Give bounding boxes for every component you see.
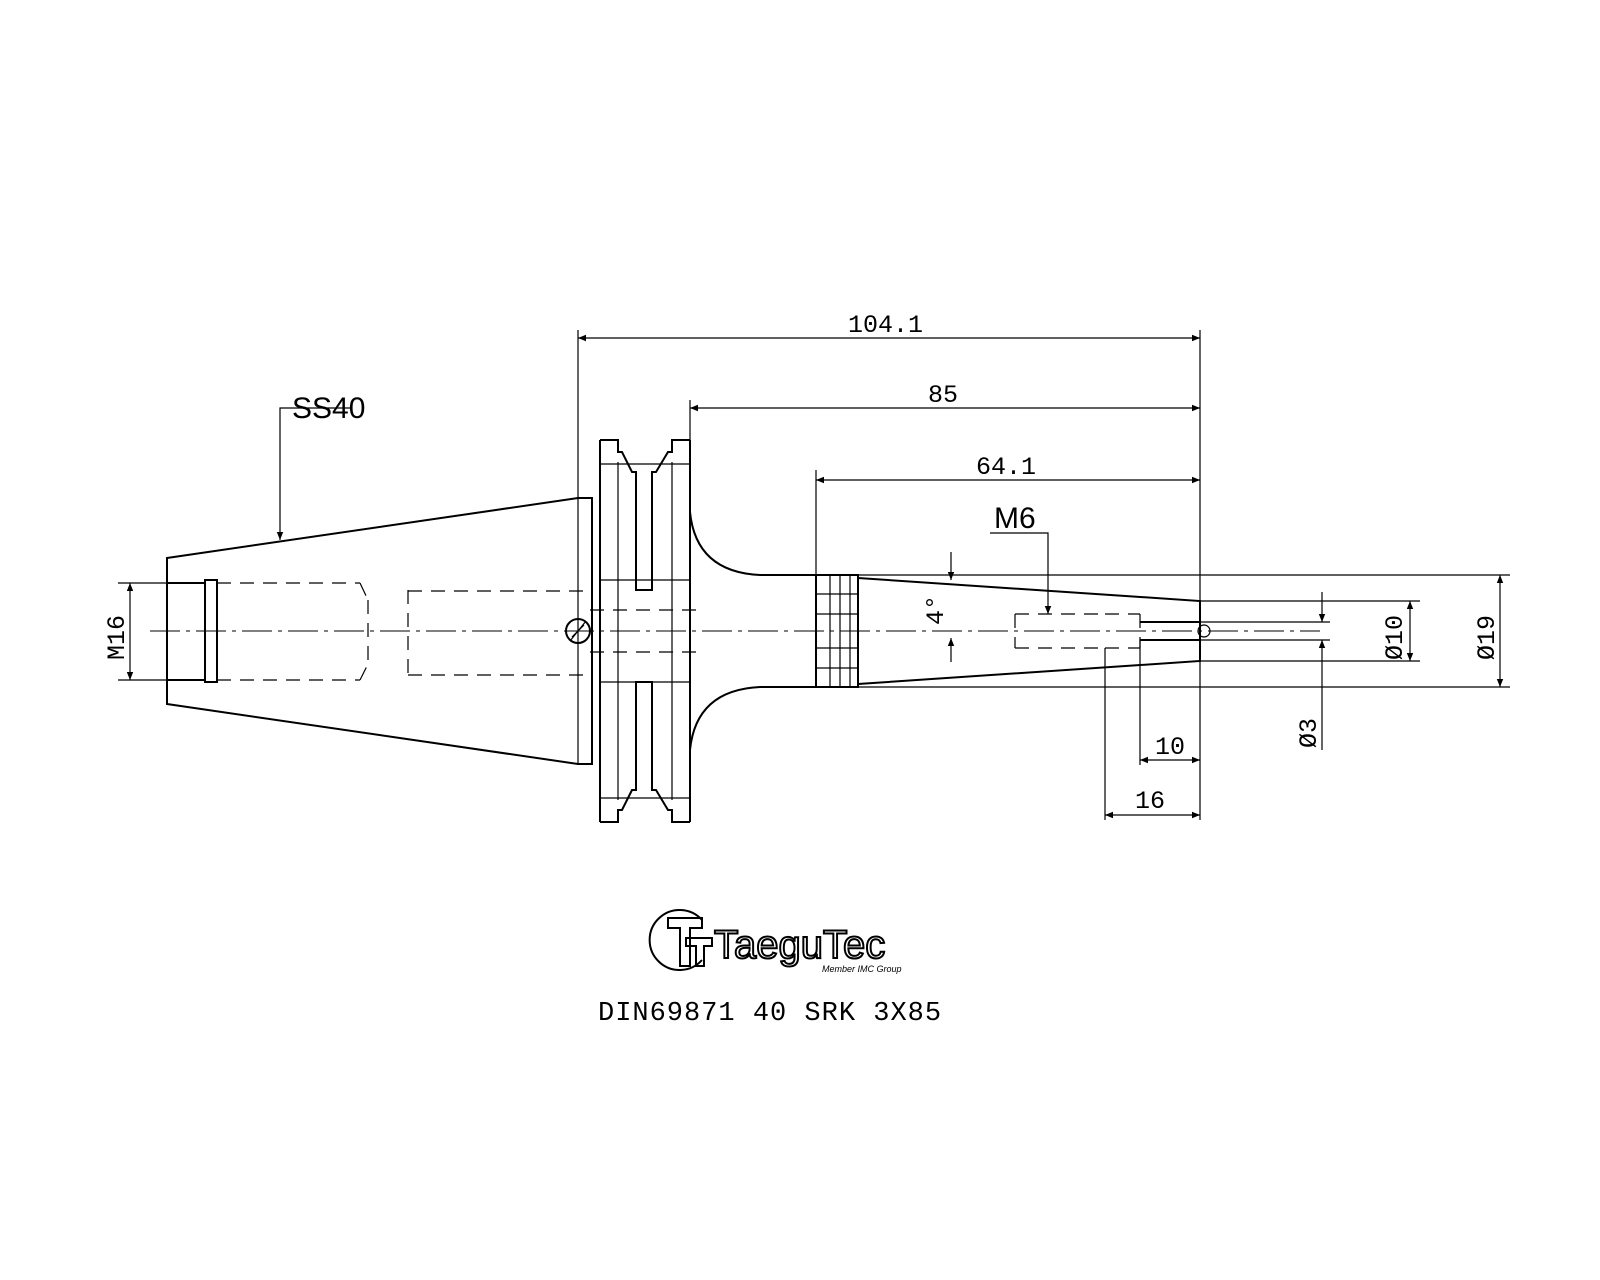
part-number: DIN69871 40 SRK 3X85: [598, 999, 942, 1029]
dim-bore-depth: 16: [1135, 787, 1165, 816]
logo-brand-text: TaeguTec: [714, 923, 885, 967]
taper-designation-label: SS40: [292, 392, 365, 425]
tool-holder-body: [150, 439, 1320, 823]
dim-thread-depth: 10: [1155, 733, 1185, 762]
dim-taper-angle: 4°: [922, 595, 951, 625]
dim-nose-length: 64.1: [976, 453, 1036, 482]
dimension-lines: [118, 330, 1510, 820]
dim-nose-diameter: Ø19: [1473, 615, 1502, 660]
dim-gauge-length: 85: [928, 381, 958, 410]
dim-retention-thread: M16: [103, 615, 132, 660]
taegutec-emblem-icon: [648, 909, 713, 971]
dim-overall-length: 104.1: [848, 311, 923, 340]
dim-shank-diameter: Ø10: [1381, 615, 1410, 660]
dim-bore-diameter: Ø3: [1295, 718, 1324, 748]
logo-tagline-text: Member IMC Group: [822, 964, 902, 974]
dim-clamp-thread: M6: [994, 502, 1036, 535]
taegutec-logo: TaeguTec Member IMC Group: [648, 909, 902, 974]
